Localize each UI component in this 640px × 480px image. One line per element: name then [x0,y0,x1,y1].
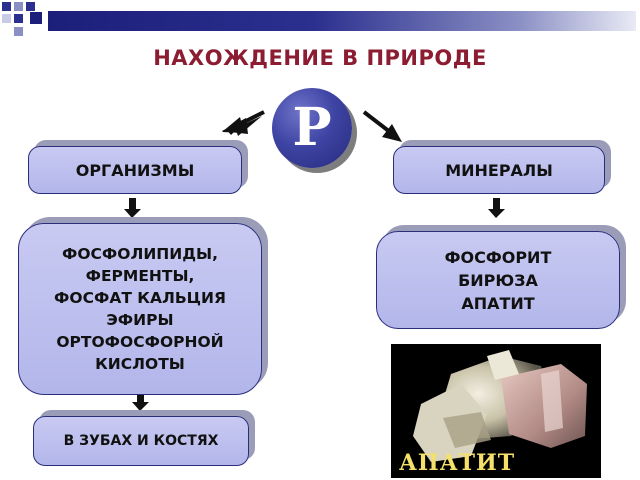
header-decoration [0,0,48,40]
minerals-box: МИНЕРАЛЫ [393,146,605,194]
minerals-label: МИНЕРАЛЫ [445,160,553,180]
apatite-crystal-image [413,350,587,462]
mineral-list-text: ФОСФОРИТ БИРЮЗА АПАТИТ [444,247,552,313]
page-title: НАХОЖДЕНИЕ В ПРИРОДЕ [153,46,487,70]
arrow-down-3-head [132,402,149,411]
arrow-down-2-head [488,209,505,218]
arrow-down-1-shaft [129,198,136,210]
arrow-right-head [382,124,402,142]
location-box: В ЗУБАХ И КОСТЯХ [33,416,249,466]
arrow-down-1-head [124,209,141,218]
photo-caption: АПАТИТ [399,450,516,476]
header-bar [48,11,636,31]
arrow-left-head [222,117,244,133]
arrow-down-2-shaft [493,198,500,210]
element-circle: Р [272,88,352,168]
compounds-box: ФОСФОЛИПИДЫ, ФЕРМЕНТЫ, ФОСФАТ КАЛЬЦИЯ ЭФ… [18,223,262,395]
arrow-right-shaft [362,110,392,134]
mineral-list-box: ФОСФОРИТ БИРЮЗА АПАТИТ [376,231,620,329]
location-text: В ЗУБАХ И КОСТЯХ [63,433,219,449]
organisms-label: ОРГАНИЗМЫ [75,160,195,180]
compounds-text: ФОСФОЛИПИДЫ, ФЕРМЕНТЫ, ФОСФАТ КАЛЬЦИЯ ЭФ… [54,245,226,373]
organisms-box: ОРГАНИЗМЫ [28,146,242,194]
apatite-photo: АПАТИТ [391,344,601,478]
arrow-down-3-shaft [137,391,144,403]
